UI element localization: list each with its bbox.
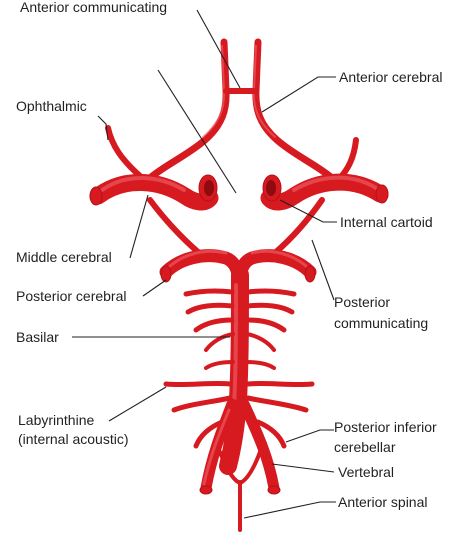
label-posterior-communicating-line2: communicating <box>334 315 428 331</box>
label-anterior-cerebral: Anterior cerebral <box>339 69 443 85</box>
vertebral-arteries <box>200 398 280 494</box>
leader-posterior-inferior-cerebellar <box>285 429 334 443</box>
label-posterior-inferior-cerebellar-line1: Posterior inferior <box>334 419 437 435</box>
leader-anterior-spinal <box>243 501 336 519</box>
anterior-spinal-artery <box>218 450 262 532</box>
posterior-communicating-right <box>273 197 325 255</box>
leader-posterior-cerebral <box>142 279 167 297</box>
posterior-inferior-cerebellar-arteries <box>193 419 287 449</box>
pontine-branches <box>183 288 297 370</box>
label-middle-cerebral: Middle cerebral <box>16 249 112 265</box>
leader-labyrinthine <box>108 386 167 422</box>
labels: Anterior communicating Anterior cerebral… <box>16 0 443 510</box>
leader-internal-carotid <box>279 199 337 223</box>
basilar-artery <box>219 266 249 475</box>
leader-posterior-communicating <box>311 239 335 301</box>
leader-anterior-cerebral <box>261 76 336 113</box>
leader-lines <box>72 9 337 519</box>
middle-cerebral-arteries <box>89 173 389 211</box>
label-labyrinthine-line1: Labyrinthine <box>18 412 94 428</box>
label-internal-carotid: Internal cartoid <box>340 214 433 230</box>
label-anterior-communicating: Anterior communicating <box>20 0 167 15</box>
leader-middle-cerebral <box>129 194 149 259</box>
label-vertebral: Vertebral <box>338 464 394 480</box>
posterior-communicating-left <box>147 197 201 255</box>
labyrinthine-arteries <box>163 380 315 413</box>
anterior-cerebral-arteries <box>146 38 336 182</box>
label-labyrinthine-line2: (internal acoustic) <box>18 431 129 447</box>
leader-ophthalmic <box>97 115 109 141</box>
leader-center <box>157 69 237 194</box>
label-ophthalmic: Ophthalmic <box>16 98 87 114</box>
label-basilar: Basilar <box>16 329 59 345</box>
label-posterior-cerebral: Posterior cerebral <box>16 288 127 304</box>
leader-anterior-communicating <box>196 9 241 89</box>
label-anterior-spinal: Anterior spinal <box>338 494 428 510</box>
label-posterior-inferior-cerebellar-line2: cerebellar <box>334 439 396 455</box>
ophthalmic-artery-left <box>105 125 143 179</box>
label-posterior-communicating-line1: Posterior <box>334 294 390 310</box>
leader-vertebral <box>271 463 335 473</box>
